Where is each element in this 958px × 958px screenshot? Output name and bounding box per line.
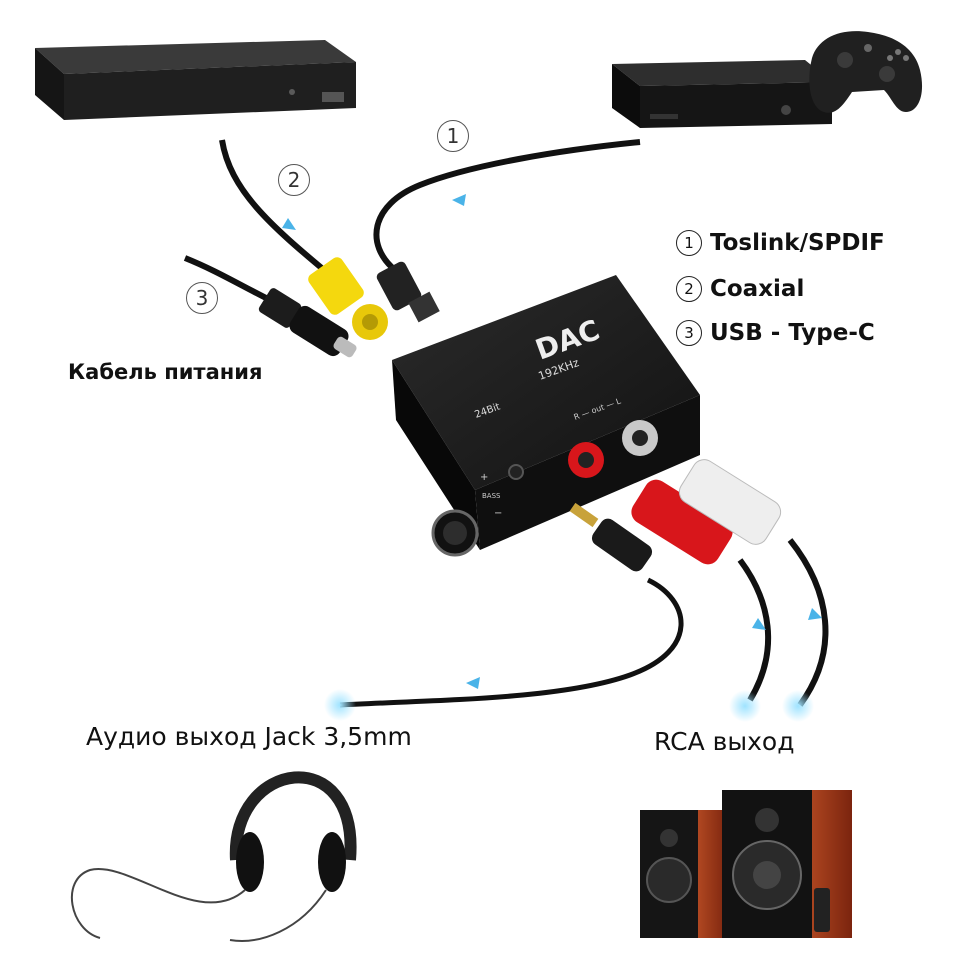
power-cable-label: Кабель питания: [68, 360, 263, 384]
game-controller-illustration: [809, 31, 923, 113]
bluray-player-illustration: [35, 40, 356, 120]
dac-minus-label: −: [494, 508, 502, 519]
dac-bass-label: BASS: [482, 492, 501, 500]
dac-converter-box: [392, 275, 700, 557]
rca-cables: [631, 459, 829, 707]
xbox-console-illustration: [612, 60, 832, 128]
coaxial-cable-marker: 2: [278, 164, 310, 196]
legend-text: USB - Type-C: [710, 320, 875, 346]
dac-plus-label: +: [480, 472, 488, 483]
coaxial-cable: [219, 139, 388, 340]
jack-cable: [339, 502, 684, 708]
legend-item-coaxial: 2 Coaxial: [676, 276, 804, 302]
usb-c-cable: [183, 255, 357, 358]
legend-number: 1: [676, 230, 702, 256]
speakers-illustration: [640, 790, 852, 938]
legend-item-toslink: 1 Toslink/SPDIF: [676, 230, 885, 256]
audio-out-label: Аудио выход Jack 3,5mm: [86, 722, 412, 751]
rca-red-glow: [729, 690, 761, 722]
usb-cable-marker: 3: [186, 282, 218, 314]
legend-item-usb: 3 USB - Type-C: [676, 320, 875, 346]
headphones-illustration: [71, 771, 357, 942]
toslink-cable: [373, 139, 641, 323]
jack-cable-glow: [324, 689, 356, 721]
direction-arrows: [282, 194, 822, 689]
rca-white-glow: [782, 690, 814, 722]
rca-out-label: RCA выход: [654, 727, 795, 756]
legend-number: 3: [676, 320, 702, 346]
legend-text: Coaxial: [710, 276, 805, 302]
toslink-cable-marker: 1: [437, 120, 469, 152]
legend-text: Toslink/SPDIF: [710, 230, 885, 256]
legend-number: 2: [676, 276, 702, 302]
